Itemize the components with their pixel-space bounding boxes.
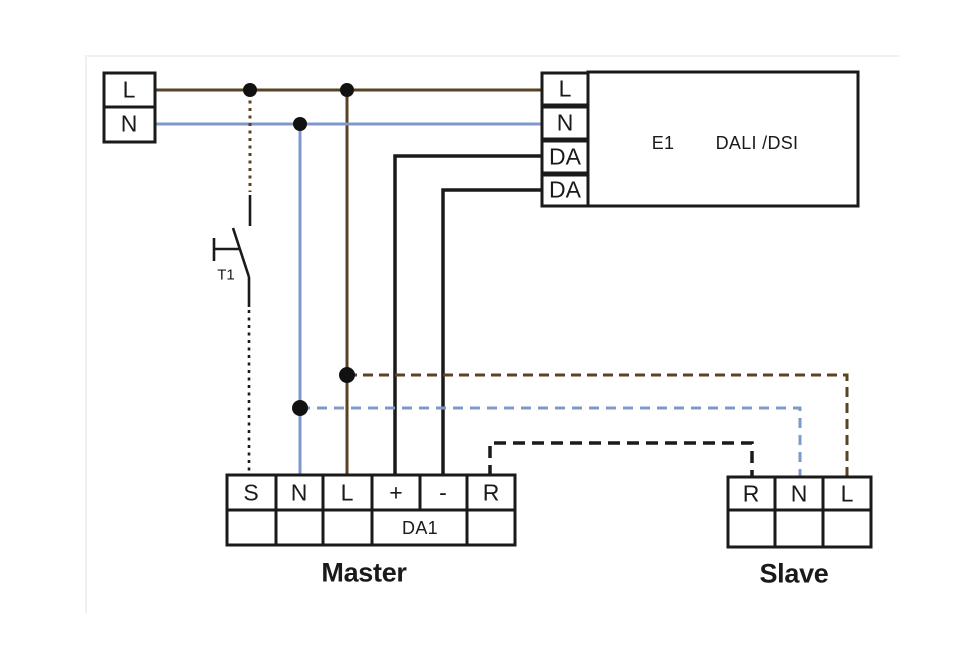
dali-bus-wires bbox=[393, 154, 545, 478]
page-background bbox=[85, 55, 899, 613]
master-terminal-block bbox=[225, 473, 517, 547]
slave-relay-dashed-wire bbox=[488, 441, 754, 478]
supply-terminal-n: N bbox=[120, 110, 138, 137]
ballast-terminal-da1: DA bbox=[549, 143, 581, 170]
ballast-terminal-boxes bbox=[540, 71, 590, 208]
ballast-terminal-da2: DA bbox=[549, 176, 581, 203]
ballast-body-box bbox=[586, 70, 860, 208]
slave-title: Slave bbox=[759, 558, 829, 589]
neutral-wire bbox=[152, 122, 545, 478]
master-terminal-l: L bbox=[340, 479, 354, 506]
push-button-switch-symbol bbox=[212, 195, 252, 307]
ballast-device-label: E1 bbox=[651, 133, 675, 153]
junction-dots bbox=[243, 83, 355, 416]
master-terminal-s: S bbox=[243, 479, 259, 506]
master-da-label: DA1 bbox=[402, 518, 438, 538]
master-terminal-minus: - bbox=[439, 479, 447, 506]
slave-terminal-n: N bbox=[790, 480, 808, 507]
ballast-bus-label: DALI /DSI bbox=[715, 133, 799, 153]
slave-terminal-block bbox=[726, 475, 873, 549]
supply-terminal-l: L bbox=[122, 76, 136, 103]
slave-terminal-l: L bbox=[840, 480, 854, 507]
supply-terminal-boxes bbox=[102, 71, 157, 144]
slave-live-dashed-wire bbox=[347, 373, 849, 478]
slave-neutral-dashed-wire bbox=[300, 406, 802, 478]
master-terminal-plus: + bbox=[389, 479, 403, 506]
master-terminal-r: R bbox=[482, 479, 500, 506]
ballast-terminal-l: L bbox=[558, 75, 572, 102]
slave-terminal-r: R bbox=[742, 480, 760, 507]
master-terminal-n: N bbox=[290, 479, 308, 506]
switch-label: T1 bbox=[217, 266, 235, 284]
live-wire bbox=[152, 88, 545, 478]
master-title: Master bbox=[321, 557, 407, 588]
ballast-terminal-n: N bbox=[556, 109, 574, 136]
